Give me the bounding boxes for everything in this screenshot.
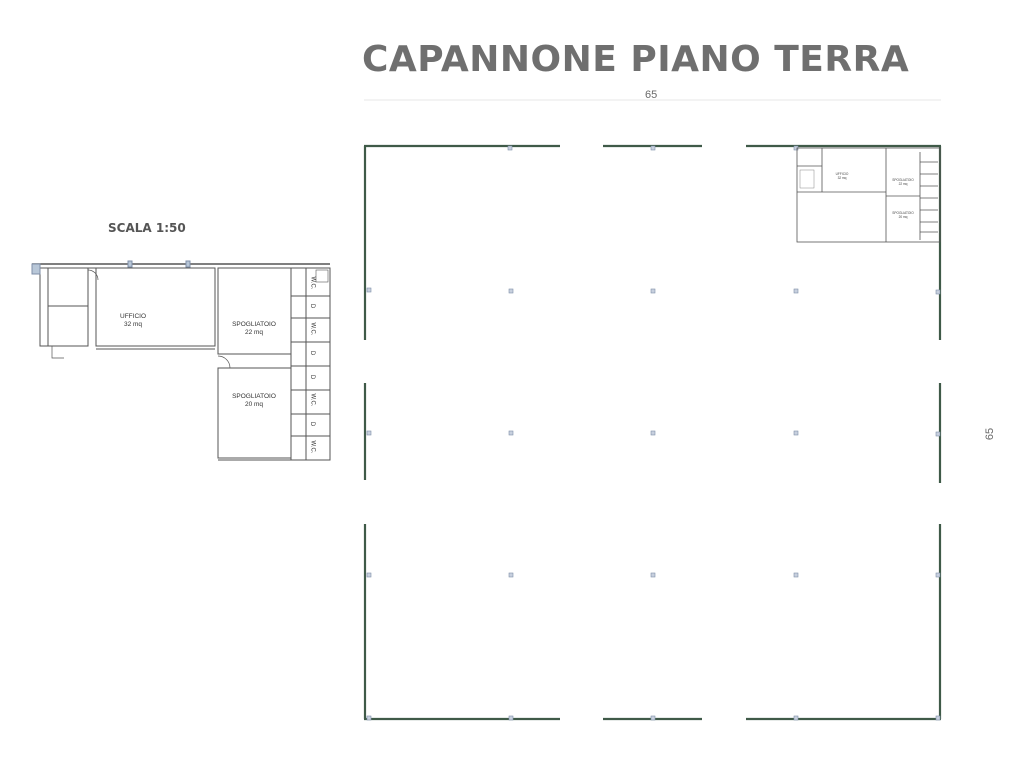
room-name: SPOGLIATOIO <box>232 321 276 328</box>
mini-room-area: 22 mq <box>898 182 908 186</box>
room-area: 32 mq <box>123 321 143 328</box>
room-label-ufficio: UFFICIO 32 mq <box>108 313 158 329</box>
scale-label: SCALA 1:50 <box>108 221 186 235</box>
mini-room-name: UFFICIO <box>835 172 849 176</box>
fixture-label: W.C. <box>309 322 316 336</box>
room-name: SPOGLIATOIO <box>232 393 276 400</box>
mini-room-name: SPOGLIATOIO <box>892 178 914 182</box>
fixture-label: D <box>309 350 316 356</box>
fixture-label: W.C. <box>309 440 316 454</box>
mini-office-block <box>796 147 941 243</box>
page-title: CAPANNONE PIANO TERRA <box>362 39 910 80</box>
mini-room-area: 32 mq <box>837 176 847 180</box>
mini-room-area: 20 mq <box>898 215 908 219</box>
detail-plan <box>31 260 331 461</box>
fixture-label: W.C. <box>309 276 316 290</box>
room-area: 22 mq <box>244 329 264 336</box>
fixture-label: D <box>309 303 316 309</box>
mini-room-label-spogliatoio-2: SPOGLIATOIO 20 mq <box>888 211 918 219</box>
fixture-label: W.C. <box>309 393 316 407</box>
fixture-label: D <box>309 421 316 427</box>
column-markers <box>366 145 941 721</box>
mini-room-label-spogliatoio-1: SPOGLIATOIO 22 mq <box>888 178 918 186</box>
mini-room-name: SPOGLIATOIO <box>892 211 914 215</box>
fixture-label: D <box>309 374 316 380</box>
room-area: 20 mq <box>244 401 264 408</box>
mini-room-label-ufficio: UFFICIO 32 mq <box>829 172 855 180</box>
warehouse-walls <box>363 144 942 721</box>
room-label-spogliatoio-1: SPOGLIATOIO 22 mq <box>222 321 286 337</box>
room-name: UFFICIO <box>120 313 146 320</box>
room-label-spogliatoio-2: SPOGLIATOIO 20 mq <box>222 393 286 409</box>
dimension-top: 65 <box>645 89 658 101</box>
